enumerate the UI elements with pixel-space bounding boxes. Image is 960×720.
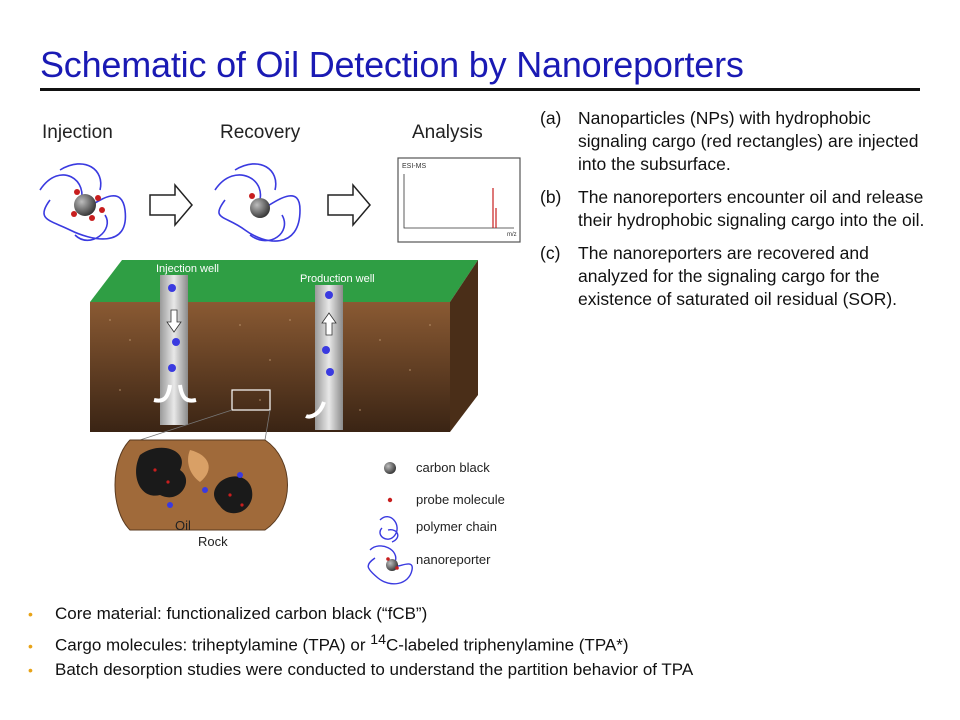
- bullet-text-continued: C-labeled triphenylamine (TPA*): [386, 635, 629, 655]
- slide-title: Schematic of Oil Detection by Nanoreport…: [40, 44, 744, 85]
- step-tag: (b): [540, 187, 562, 207]
- nanoreporter-icon: [367, 545, 413, 585]
- carbon-black-particle: [74, 194, 96, 216]
- recovery-nanoreporter: [214, 163, 301, 242]
- step-text: Nanoparticles (NPs) with hydrophobic sig…: [578, 108, 919, 174]
- spectrum-axis-label: m/z: [507, 232, 517, 238]
- carbon-black-icon: [384, 462, 396, 474]
- isotope-superscript: 14: [370, 632, 386, 648]
- probe-molecule-icon: [387, 497, 393, 503]
- legend: carbon black probe molecule polymer chai…: [367, 460, 505, 585]
- bullet-item: • Cargo molecules: triheptylamine (TPA) …: [28, 632, 948, 660]
- step-item: (b) The nanoreporters encounter oil and …: [540, 186, 940, 232]
- injection-nanoreporter: [39, 163, 127, 242]
- production-well-pipe: [315, 285, 343, 430]
- bullet-icon: •: [28, 637, 33, 654]
- bullet-item: • Core material: functionalized carbon b…: [28, 604, 948, 632]
- polymer-chain-icon: [379, 516, 399, 543]
- heading-injection: Injection: [42, 122, 113, 143]
- rock-label: Rock: [198, 534, 228, 549]
- subsurface-block: Injection well Production well: [90, 260, 478, 441]
- injection-well-pipe: [160, 275, 188, 425]
- bullet-text: Core material: functionalized carbon bla…: [55, 604, 428, 623]
- arrow-right-icon: [327, 182, 371, 228]
- step-list: (a) Nanoparticles (NPs) with hydrophobic…: [540, 107, 940, 321]
- bullet-text: Cargo molecules: triheptylamine (TPA) or: [55, 635, 371, 655]
- arrow-down-icon: [166, 309, 182, 333]
- legend-probe-molecule: probe molecule: [416, 492, 505, 507]
- step-text: The nanoreporters are recovered and anal…: [578, 243, 898, 309]
- injection-well-label: Injection well: [156, 263, 219, 275]
- oil-label: Oil: [175, 518, 191, 533]
- legend-nanoreporter: nanoreporter: [416, 552, 491, 567]
- esi-ms-spectrum: ESI-MS m/z: [397, 157, 521, 243]
- heading-analysis: Analysis: [412, 122, 483, 143]
- step-tag: (a): [540, 108, 562, 128]
- bullet-list: • Core material: functionalized carbon b…: [28, 604, 948, 688]
- heading-recovery: Recovery: [220, 122, 301, 143]
- step-text: The nanoreporters encounter oil and rele…: [578, 187, 925, 230]
- bullet-text: Batch desorption studies were conducted …: [55, 660, 694, 679]
- step-tag: (c): [540, 243, 561, 263]
- arrow-right-icon: [149, 182, 193, 228]
- arrow-up-icon: [321, 312, 337, 336]
- zoom-region: [231, 389, 271, 411]
- nanoreporter-schematic: Injection Recovery Analysis ESI-MS m/z: [39, 122, 521, 585]
- bullet-icon: •: [28, 662, 33, 678]
- legend-polymer-chain: polymer chain: [416, 519, 497, 534]
- flow-curve-icon: [178, 384, 197, 403]
- step-item: (a) Nanoparticles (NPs) with hydrophobic…: [540, 107, 940, 176]
- pore-scale-section: Oil Rock: [114, 439, 288, 549]
- flow-curve-icon: [305, 401, 326, 419]
- bullet-item: • Batch desorption studies were conducte…: [28, 660, 948, 688]
- flow-curve-icon: [153, 384, 172, 403]
- production-well-label: Production well: [300, 273, 375, 285]
- step-item: (c) The nanoreporters are recovered and …: [540, 242, 940, 311]
- title-underline: [40, 88, 920, 91]
- spectrum-label: ESI-MS: [402, 163, 426, 170]
- legend-carbon-black: carbon black: [416, 460, 490, 475]
- bullet-icon: •: [28, 606, 33, 622]
